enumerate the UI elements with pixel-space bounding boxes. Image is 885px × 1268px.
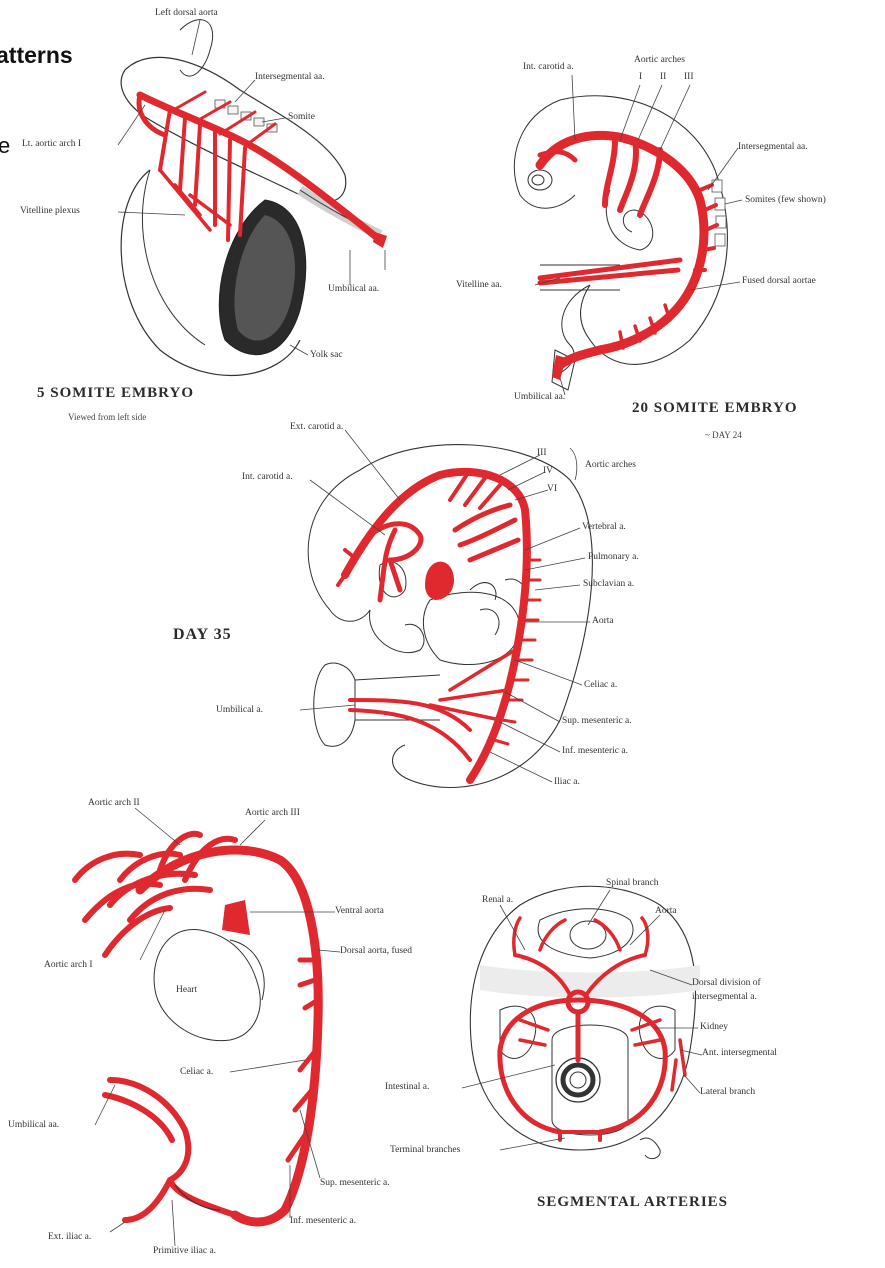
label-arch-vi: VI: [547, 484, 557, 495]
label-left-dorsal-aorta: Left dorsal aorta: [155, 8, 218, 19]
subtitle-5-somite: Viewed from left side: [68, 412, 146, 422]
label-aortic-arches-20somite: Aortic arches: [634, 55, 685, 66]
label-iliac-day35: Iliac a.: [554, 777, 580, 788]
label-vitelline-aa: Vitelline aa.: [456, 280, 502, 291]
label-dorsal-aorta-fused: Dorsal aorta, fused: [340, 946, 412, 957]
label-aortic-arch-i: Aortic arch I: [44, 960, 93, 971]
segmental-arteries-drawing: [470, 886, 700, 1158]
lateral-system-leader-lines: [95, 808, 340, 1246]
lateral-arterial-system-drawing: [75, 834, 318, 1222]
label-heart: Heart: [176, 985, 197, 996]
slide-title-fragment: atterns: [0, 42, 73, 69]
label-aortic-arch-iii: Aortic arch III: [245, 808, 300, 819]
label-arch-ii: II: [660, 72, 666, 83]
label-subclavian: Subclavian a.: [583, 579, 634, 590]
label-celiac-lateral: Celiac a.: [180, 1067, 213, 1078]
segmental-leader-lines: [462, 890, 702, 1150]
label-ext-iliac: Ext. iliac a.: [48, 1232, 91, 1243]
label-arch-iii: III: [684, 72, 694, 83]
label-somite: Somite: [288, 112, 315, 123]
label-umbilical-5somite: Umbilical aa.: [328, 284, 379, 295]
label-ext-carotid: Ext. carotid a.: [290, 422, 343, 433]
label-renal: Renal a.: [482, 895, 513, 906]
label-lt-aortic-arch-1: Lt. aortic arch I: [22, 139, 81, 150]
label-primitive-iliac: Primitive iliac a.: [153, 1246, 216, 1257]
twenty-somite-embryo-drawing: [514, 96, 727, 390]
label-fused-dorsal-aortae: Fused dorsal aortae: [742, 276, 816, 287]
label-somites-few-shown: Somites (few shown): [745, 195, 826, 206]
title-segmental-arteries: SEGMENTAL ARTERIES: [537, 1194, 728, 1211]
slide-text-fragment: e: [0, 133, 10, 159]
title-5-somite-embryo: 5 SOMITE EMBRYO: [37, 385, 194, 402]
label-inf-mesenteric-lateral: Inf. mesenteric a.: [290, 1216, 356, 1227]
title-20-somite-embryo: 20 SOMITE EMBRYO: [632, 400, 798, 417]
title-day-35: DAY 35: [173, 626, 232, 644]
label-vitelline-plexus: Vitelline plexus: [20, 206, 80, 217]
label-umbilical-lateral: Umbilical aa.: [8, 1120, 59, 1131]
label-sup-mesenteric-day35: Sup. mesenteric a.: [562, 716, 632, 727]
label-sup-mesenteric-lateral: Sup. mesenteric a.: [320, 1178, 390, 1189]
label-umbilical-20somite: Umbilical aa.: [514, 392, 565, 403]
label-intersegmental-20somite: Intersegmental aa.: [738, 142, 808, 153]
label-inf-mesenteric-day35: Inf. mesenteric a.: [562, 746, 628, 757]
label-pulmonary: Pulmonary a.: [588, 552, 639, 563]
label-arch-i: I: [639, 72, 642, 83]
label-dorsal-division-2: intersegmental a.: [692, 992, 757, 1003]
day35-leader-lines: [300, 430, 590, 782]
label-yolk-sac: Yolk sac: [310, 350, 343, 361]
label-kidney: Kidney: [700, 1022, 728, 1033]
day35-embryo-drawing: [308, 445, 592, 788]
label-umbilical-day35: Umbilical a.: [216, 705, 263, 716]
label-aorta-segmental: Aorta: [655, 906, 677, 917]
label-int-carotid-day35: Int. carotid a.: [242, 472, 293, 483]
label-arch-iii-day35: III: [537, 448, 547, 459]
label-arch-iv: IV: [543, 466, 553, 477]
label-aortic-arches-day35: Aortic arches: [585, 460, 636, 471]
label-ventral-aorta: Ventral aorta: [335, 906, 384, 917]
label-int-carotid-20somite: Int. carotid a.: [523, 62, 574, 73]
label-aortic-arch-ii: Aortic arch II: [88, 798, 140, 809]
label-celiac-day35: Celiac a.: [584, 680, 617, 691]
label-intersegmental-5somite: Intersegmental aa.: [255, 72, 325, 83]
label-lateral-branch: Lateral branch: [700, 1087, 755, 1098]
label-ant-intersegmental: Ant. intersegmental: [702, 1048, 777, 1059]
label-intestinal: Intestinal a.: [385, 1082, 429, 1093]
label-dorsal-division: Dorsal division of: [692, 978, 761, 989]
twenty-somite-leader-lines: [535, 75, 742, 395]
subtitle-day-24: ~ DAY 24: [705, 430, 742, 440]
label-vertebral: Vertebral a.: [582, 522, 626, 533]
label-spinal-branch: Spinal branch: [606, 878, 659, 889]
label-terminal-branches: Terminal branches: [390, 1145, 460, 1156]
label-aorta-day35: Aorta: [592, 616, 614, 627]
